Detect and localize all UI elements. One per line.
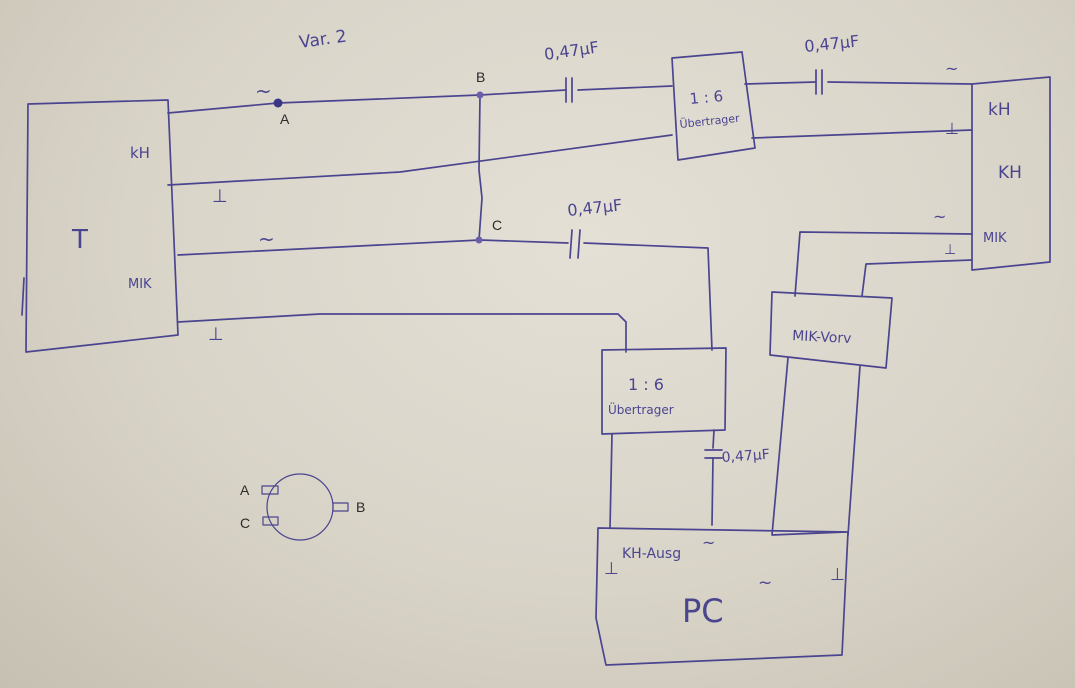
capacitor-2-label: 0,47µF	[803, 31, 860, 56]
diagram-title: Var. 2	[298, 26, 348, 52]
connector-c-label: C	[240, 515, 250, 531]
transformer-2-box	[601, 347, 727, 435]
pc-label: PC	[682, 592, 724, 630]
mic-preamp-label: MIK-Vorv	[792, 328, 852, 347]
wire-cap3-to-transformer2	[583, 242, 713, 351]
ground-symbol-headset-kh: ⊥	[945, 119, 959, 138]
node-c-point	[475, 236, 483, 244]
wire-preamp-to-pc-left	[771, 357, 846, 536]
wire-headset-mik-ground	[861, 259, 973, 297]
capacitor-2	[815, 69, 823, 95]
ac-symbol-kh: ~	[255, 79, 272, 103]
node-c-label: C	[492, 217, 502, 233]
ac-symbol-pc-kh-out: ~	[702, 533, 715, 552]
node-b-point	[476, 91, 484, 99]
wire-cap4-to-pc	[711, 457, 714, 526]
node-a-point	[273, 98, 283, 108]
connector-pin-c	[262, 516, 279, 526]
wire-transformer1-to-cap2	[744, 81, 817, 85]
ac-symbol-headset-mik: ~	[933, 207, 946, 226]
capacitor-4-label: 0,47µF	[721, 447, 770, 466]
headset-kh-top-label: kH	[988, 100, 1011, 120]
node-b-label: B	[476, 69, 485, 85]
ground-symbol-mik: ⊥	[208, 324, 224, 345]
ground-symbol-headset-mik: ⊥	[944, 242, 956, 258]
headset-kh-label: KH	[998, 163, 1022, 183]
transformer-1-name: Übertrager	[679, 112, 741, 131]
capacitor-3	[569, 229, 581, 259]
capacitor-1-label: 0,47µF	[543, 37, 600, 63]
wire-cap2-to-headset	[827, 81, 973, 85]
ac-symbol-headset-kh: ~	[945, 59, 958, 78]
node-a-label: A	[280, 111, 290, 127]
wire-kh-signal	[167, 89, 567, 114]
device-t-mik-label: MIK	[128, 277, 152, 292]
connector-pin-a	[261, 485, 279, 495]
pc-box	[595, 527, 849, 666]
transformer-2-ratio: 1 : 6	[628, 375, 664, 394]
ac-symbol-mik: ~	[258, 227, 275, 251]
device-t-label: T	[71, 225, 88, 255]
wire-b-c-bridge	[478, 94, 483, 241]
wire-transformer2-to-cap4	[712, 429, 715, 449]
wire-headset-mik-signal	[794, 231, 973, 297]
ground-symbol-pc-mic: ⊥	[830, 565, 845, 585]
wire-preamp-to-pc-right	[847, 365, 861, 536]
connector-outline	[266, 473, 334, 541]
device-t-box	[25, 99, 179, 353]
ground-symbol-kh: ⊥	[212, 186, 228, 207]
wire-cap1-to-transformer1	[577, 85, 673, 91]
transformer-1-ratio: 1 : 6	[689, 87, 724, 108]
wire-transformer2-to-pc-left	[609, 433, 613, 529]
pc-kh-out-label: KH-Ausg	[622, 546, 681, 562]
capacitor-4	[704, 449, 723, 459]
headset-mik-label: MIK	[983, 231, 1007, 246]
device-t-edge-mark	[21, 277, 25, 316]
wire-kh-ground	[167, 134, 673, 186]
transformer-1-box	[671, 51, 756, 161]
headset-box	[971, 76, 1051, 271]
connector-a-label: A	[240, 482, 250, 498]
ac-symbol-pc-mic: ~	[758, 573, 772, 593]
wire-mik-ground	[177, 313, 627, 353]
transformer-2-name: Übertrager	[608, 401, 674, 417]
capacitor-3-label: 0,47µF	[566, 195, 623, 220]
wire-transformer1-ground	[751, 129, 973, 139]
ground-symbol-pc-kh-out: ⊥	[604, 559, 619, 579]
connector-pin-b	[332, 502, 349, 512]
wire-mik-signal	[177, 239, 569, 256]
connector-b-label: B	[356, 499, 365, 515]
capacitor-1	[565, 77, 573, 103]
mic-preamp-box	[769, 291, 893, 369]
device-t-kh-label: kH	[130, 144, 150, 162]
